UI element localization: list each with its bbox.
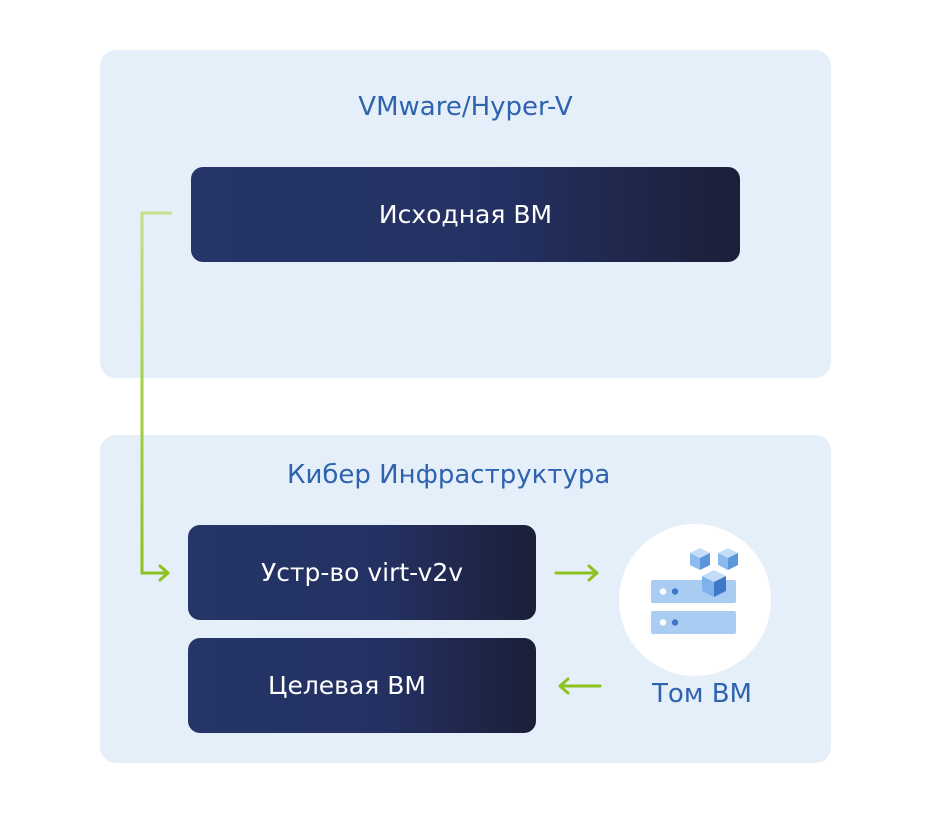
source-to-appliance-connector <box>140 211 172 582</box>
volume-to-target-arrow <box>558 677 602 695</box>
arrow-right-icon <box>587 564 599 582</box>
source-vm-node: Исходная ВМ <box>191 167 740 262</box>
target-vm-label: Целевая ВМ <box>268 671 426 700</box>
virt-v2v-appliance-node: Устр-во virt-v2v <box>188 525 536 620</box>
appliance-to-volume-arrow <box>554 564 599 582</box>
source-platform-title: VMware/Hyper-V <box>358 92 573 122</box>
source-vm-label: Исходная ВМ <box>378 200 553 229</box>
volume-label: Том ВМ <box>652 679 752 709</box>
arrow-right-icon <box>158 564 170 582</box>
virt-v2v-appliance-label: Устр-во virt-v2v <box>260 558 464 587</box>
storage-volume-icon <box>651 548 738 634</box>
target-platform-title: Кибер Инфраструктура <box>287 460 611 490</box>
target-vm-node: Целевая ВМ <box>188 638 536 733</box>
arrow-left-icon <box>558 677 570 695</box>
